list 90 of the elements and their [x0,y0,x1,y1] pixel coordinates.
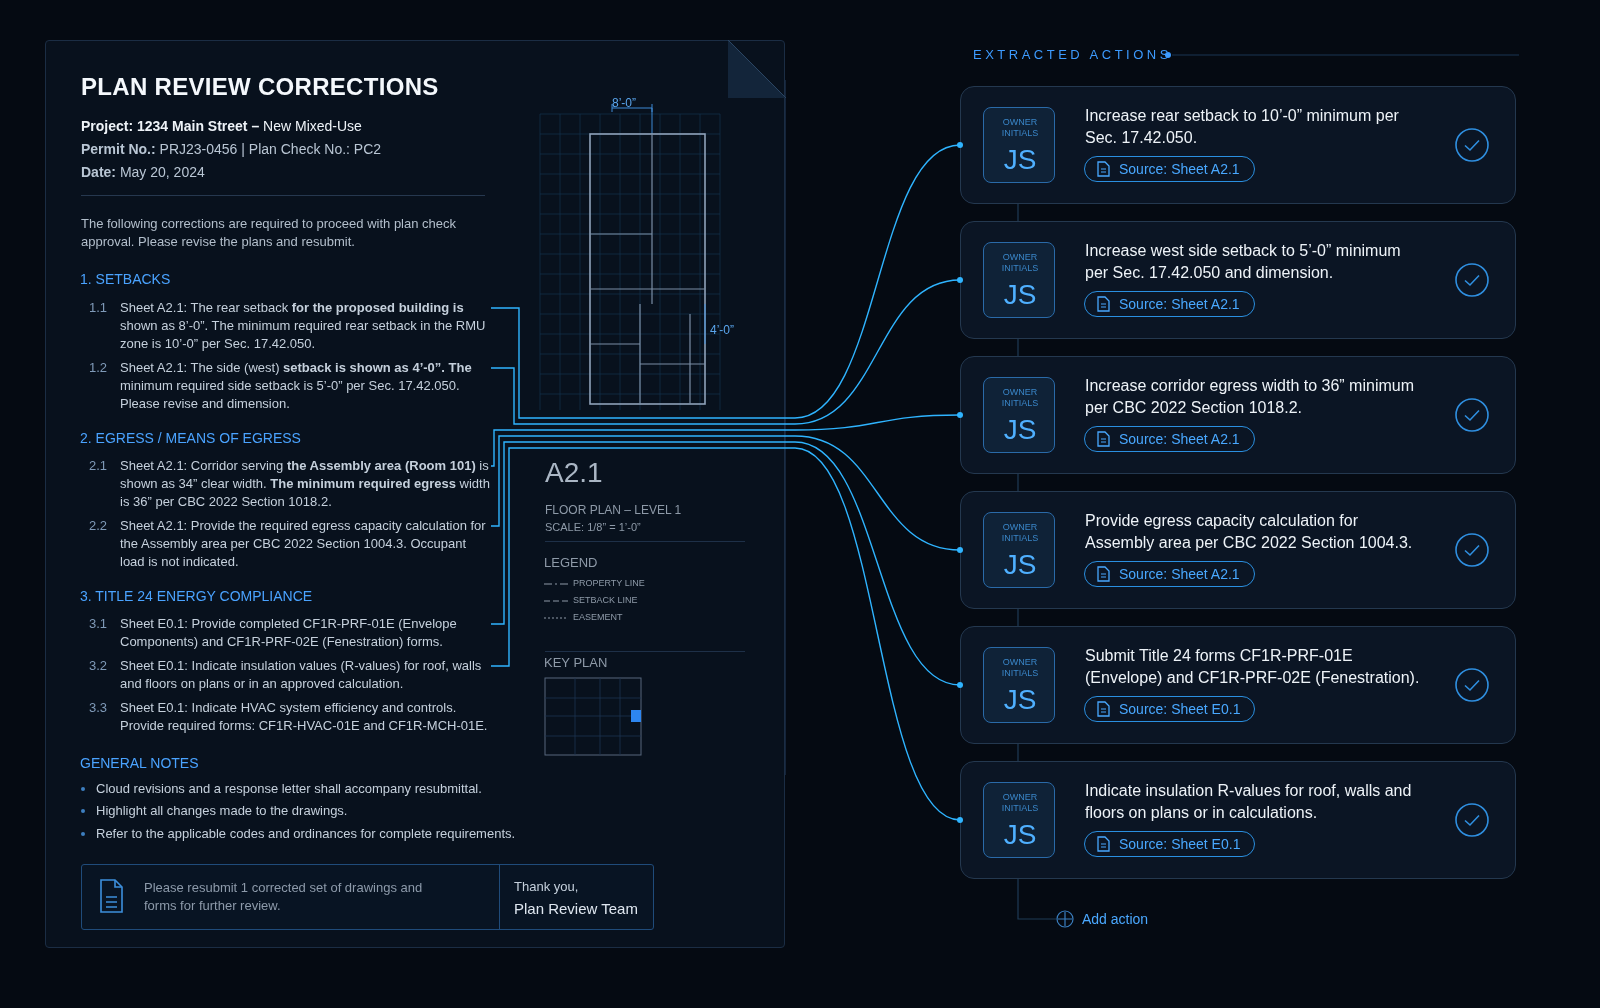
note-text: Highlight all changes made to the drawings. [96,803,348,818]
correction-text: Sheet E0.1: Indicate insulation values (R-values) for roof, walls and floors on plans or in an approved calculation. [120,657,483,693]
action-text: Increase rear setback to 10’-0” minimum per Sec. 17.42.050. [1085,106,1400,148]
action-card [960,356,1516,474]
sheet-scale: SCALE: 1/8” = 1’-0” [545,521,641,533]
badge-caption: OWNER INITIALS [1000,117,1040,139]
initials-badge [983,242,1055,318]
initials-text: JS [1002,144,1038,176]
document-panel [45,40,785,948]
action-text: Indicate insulation R-values for roof, walls and floors on plans or in calculations. [1085,781,1413,823]
legend-text: EASEMENT [573,612,623,622]
action-text: Submit Title 24 forms CF1R-PRF-01E (Envelope) and CF1R-PRF-02E (Fenestration). [1085,646,1421,688]
note-box [81,864,654,930]
sheet-title: FLOOR PLAN – LEVEL 1 [545,503,682,517]
key-plan-heading: KEY PLAN [544,655,608,670]
note-text: Please resubmit 1 corrected set of drawings and forms for further review. [144,879,424,915]
action-text: Increase west side setback to 5’-0” minimum per Sec. 17.42.050 and dimension. [1085,241,1402,283]
correction-text: Sheet E0.1: Indicate HVAC system efficiency and controls. Provide required forms: CF1R-HVAC-01E and CF1R-MCH-01E. [120,699,489,735]
correction-text: Sheet A2.1: The side (west) setback is shown as 4’-0”. The minimum required side setback is 5’-0” per Sec. 17.42.050. Please revise and dimension. [120,359,473,413]
dimension-label: 8’-0” [612,96,636,110]
note-text: Cloud revisions and a response letter shall accompany resubmittal. [96,781,482,796]
badge-caption: OWNER INITIALS [1000,522,1040,544]
action-card [960,626,1516,744]
section-heading: 2. EGRESS / MEANS OF EGRESS [80,430,301,446]
connector-line [490,277,963,425]
initials-badge [983,377,1055,453]
action-card [960,86,1516,204]
sheet-number: A2.1 [545,457,603,489]
action-text: Increase corridor egress width to 36” minimum per CBC 2022 Section 1018.2. [1085,376,1415,418]
timeline-line [1017,743,1019,762]
permit-line: Permit No.: PRJ23-0456 | Plan Check No.: PC2 [81,141,382,157]
correction-text: Sheet E0.1: Provide completed CF1R-PRF-01E (Envelope Components) and CF1R-PRF-02E (Fenestration) forms. [120,615,458,651]
badge-caption: OWNER INITIALS [1000,387,1040,409]
source-label: Source: Sheet A2.1 [1119,161,1240,177]
action-card [960,221,1516,339]
legend-text: PROPERTY LINE [573,578,645,588]
closing-text: Thank you, [514,879,580,894]
correction-text: Sheet A2.1: The rear setback for the proposed building is shown as 8’-0”. The minimum required rear setback in the RMU zone is 10’-0” per Sec. 17.42.050. [120,299,487,353]
badge-caption: OWNER INITIALS [1000,657,1040,679]
initials-badge [983,782,1055,858]
section-heading: 1. SETBACKS [80,271,171,287]
source-label: Source: Sheet E0.1 [1119,836,1241,852]
initials-text: JS [1002,414,1038,446]
item-number: 3.3 [89,699,109,717]
connector-line [490,441,963,688]
timeline-line [1017,878,1057,920]
section-heading: 3. TITLE 24 ENERGY COMPLIANCE [80,588,313,604]
initials-badge [983,107,1055,183]
source-label: Source: Sheet E0.1 [1119,701,1241,717]
item-number: 1.2 [89,359,109,377]
initials-text: JS [1002,684,1038,716]
action-card [960,491,1516,609]
legend-text: SETBACK LINE [573,595,638,605]
initials-text: JS [1002,279,1038,311]
source-label: Source: Sheet A2.1 [1119,296,1240,312]
source-label: Source: Sheet A2.1 [1119,566,1240,582]
dimension-label: 4’-0” [710,323,734,337]
action-text: Provide egress capacity calculation for Assembly area per CBC 2022 Section 1004.3. [1085,511,1414,553]
signature-text: Plan Review Team [514,900,639,917]
item-number: 3.2 [89,657,109,675]
source-label: Source: Sheet A2.1 [1119,431,1240,447]
date-line: Date: May 20, 2024 [81,164,205,180]
initials-badge [983,647,1055,723]
item-number: 2.1 [89,457,109,475]
connector-line [490,435,963,553]
correction-text: Sheet A2.1: Provide the required egress capacity calculation for the Assembly area per CBC 2022 Section 1004.3. Occupant load is not indicated. [120,517,487,571]
action-card [960,761,1516,879]
project-line: Project: 1234 Main Street – New Mixed-Use [81,118,362,134]
correction-text: Sheet A2.1: Corridor serving the Assembly area (Room 101) is shown as 34” clear width. The minimum required egress width is 36” per CBC 2022 Section 1018.2. [120,457,491,511]
note-text: Refer to the applicable codes and ordinances for complete requirements. [96,826,516,841]
timeline-line [1017,203,1019,222]
document-title: PLAN REVIEW CORRECTIONS [81,73,439,101]
section-heading: EXTRACTED ACTIONS [973,47,1172,62]
section-heading: GENERAL NOTES [80,755,199,771]
legend-heading: LEGEND [544,555,598,570]
timeline-line [1017,473,1019,492]
item-number: 3.1 [89,615,109,633]
initials-text: JS [1002,819,1038,851]
badge-caption: OWNER INITIALS [1000,792,1040,814]
connector-line [490,142,963,419]
timeline-line [1017,608,1019,627]
add-action-button: Add action [1056,908,1176,930]
badge-caption: OWNER INITIALS [1000,252,1040,274]
item-number: 1.1 [89,299,109,317]
item-number: 2.2 [89,517,109,535]
connector-line [490,412,963,467]
timeline-line [1017,338,1019,357]
initials-text: JS [1002,549,1038,581]
intro-text: The following corrections are required to proceed with plan check approval. Please revise the plans and resubmit. [81,215,458,251]
initials-badge [983,512,1055,588]
